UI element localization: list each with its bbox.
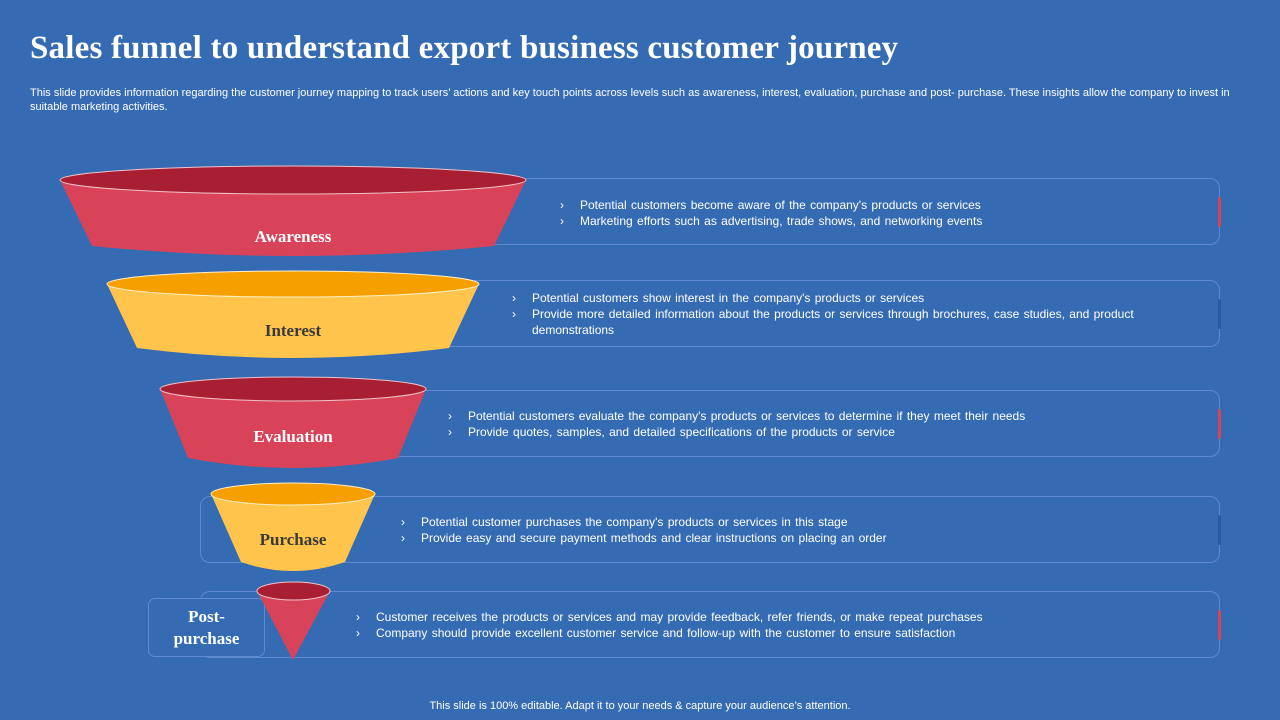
footer-note: This slide is 100% editable. Adapt it to… [429, 700, 851, 712]
bullet-item: Provide easy and secure payment methods … [401, 530, 1181, 546]
bullet-item: Potential customers become aware of the … [560, 197, 1200, 213]
funnel-rim [256, 581, 331, 601]
bullet-item: Provide more detailed information about … [512, 306, 1152, 338]
funnel-segment-awareness: Awareness [59, 165, 527, 256]
bullet-item: Company should provide excellent custome… [356, 625, 1186, 641]
funnel-tip [257, 591, 330, 660]
bullet-item: Provide quotes, samples, and detailed sp… [448, 424, 1188, 440]
bullets-purchase: Potential customer purchases the company… [401, 514, 1181, 546]
stage-box-accent [1218, 299, 1221, 329]
stage-box-accent [1218, 197, 1221, 227]
funnel-body [60, 180, 526, 256]
funnel-label-post-purchase: Post- purchase [148, 606, 265, 650]
funnel-body [107, 284, 479, 358]
bullet-item: Customer receives the products or servic… [356, 609, 1186, 625]
funnel-rim [159, 376, 427, 402]
funnel-label-awareness: Awareness [255, 227, 332, 246]
page-title: Sales funnel to understand export busine… [30, 30, 899, 66]
stage-box-accent [1218, 610, 1221, 640]
bullet-item: Marketing efforts such as advertising, t… [560, 213, 1200, 229]
funnel-segment-interest: Interest [106, 270, 480, 358]
bullets-interest: Potential customers show interest in the… [512, 290, 1152, 338]
stage-box-accent [1218, 515, 1221, 545]
bullet-item: Potential customers show interest in the… [512, 290, 1152, 306]
funnel-rim [59, 165, 527, 195]
post-purchase-label-text: Post- purchase [173, 607, 240, 648]
funnel-body [211, 494, 375, 571]
funnel-label-interest: Interest [265, 321, 322, 340]
bullets-evaluation: Potential customers evaluate the company… [448, 408, 1188, 440]
funnel-rim [106, 270, 480, 298]
bullets-awareness: Potential customers become aware of the … [560, 197, 1200, 229]
bullets-post-purchase: Customer receives the products or servic… [356, 609, 1186, 641]
funnel-segment-post-purchase [256, 581, 331, 660]
bullet-item: Potential customers evaluate the company… [448, 408, 1188, 424]
bullet-item: Potential customer purchases the company… [401, 514, 1181, 530]
funnel-body [160, 389, 426, 468]
stage-box-accent [1218, 409, 1221, 439]
funnel-rim [210, 482, 376, 506]
funnel-segment-evaluation: Evaluation [159, 376, 427, 468]
funnel-segment-purchase: Purchase [210, 482, 376, 571]
page-subtitle: This slide provides information regardin… [30, 87, 1230, 113]
funnel-label-evaluation: Evaluation [253, 427, 333, 446]
funnel-label-purchase: Purchase [260, 530, 327, 549]
post-purchase-label-box [148, 598, 265, 657]
